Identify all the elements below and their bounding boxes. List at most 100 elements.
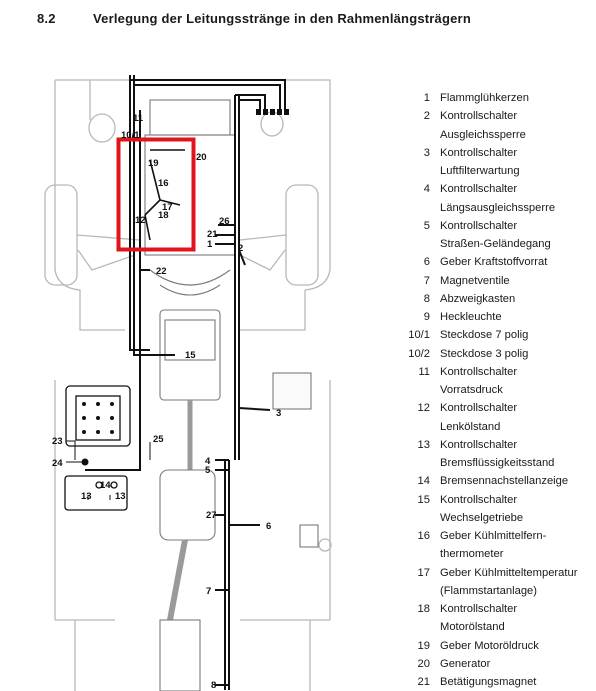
legend-number (396, 199, 440, 217)
socket-dot-3 (110, 402, 114, 406)
connector-1 (256, 109, 261, 115)
legend-text: Bremsennachstellanzeige (440, 475, 569, 488)
legend-number (396, 618, 440, 636)
legend-text: Betätigungsmagnet (440, 676, 537, 688)
legend-number: 18 (417, 603, 430, 615)
legend-row: Bremsflüssigkeitsstand (396, 454, 596, 472)
fuse-box-connectors (256, 109, 289, 115)
callout-2: 2 (238, 243, 243, 254)
socket-dot-1 (82, 402, 86, 406)
section-title: Verlegung der Leitungsstränge in den Rah… (93, 11, 471, 26)
harness-left-long (85, 110, 141, 471)
legend-text: Kontrollschalter (440, 438, 518, 451)
rear-box (299, 524, 319, 548)
legend-number: 3 (423, 146, 430, 159)
highlight-frame (116, 137, 196, 252)
filter-box (272, 372, 312, 410)
legend-number (396, 418, 440, 436)
socket-housing (65, 385, 131, 447)
legend-text: Heckleuchte (440, 311, 502, 323)
legend-number: 13 (417, 438, 430, 451)
front-axle-right (239, 234, 287, 241)
legend-row: Wechselgetriebe (396, 509, 596, 527)
legend-number: 16 (417, 530, 430, 542)
harness-right (234, 94, 266, 460)
callout-19: 19 (148, 158, 159, 169)
legend-row: thermometer (396, 545, 596, 563)
legend-number (396, 582, 440, 600)
leader-23 (66, 440, 76, 460)
rear-socket-panel (64, 385, 131, 511)
callout-16: 16 (158, 178, 169, 189)
legend-number (396, 162, 440, 180)
front-wheel-right (285, 184, 319, 286)
legend-row: Lenkölstand (396, 418, 596, 436)
legend-number: 15 (417, 493, 430, 506)
legend-text: Vorratsdruck (440, 384, 503, 396)
socket-dot-7 (82, 430, 86, 434)
legend-text: thermometer (440, 548, 504, 561)
legend-number: 8 (423, 292, 430, 305)
legend-number: 20 (417, 657, 430, 670)
legend-row: Straßen-Geländegang (396, 235, 596, 253)
socket-dot-2 (96, 402, 100, 406)
callout-11: 11 (133, 113, 144, 124)
legend-number (396, 235, 440, 253)
legend-text: Magnetventile (440, 274, 510, 287)
legend-number: 7 (423, 274, 430, 287)
socket-dot-6 (110, 416, 114, 420)
callout-4: 4 (205, 456, 211, 467)
callout-26: 26 (219, 216, 230, 227)
legend-number (396, 545, 440, 563)
callout-24: 24 (52, 458, 63, 469)
leader-lines (66, 440, 151, 500)
legend-text: Luftfilterwartung (440, 165, 520, 177)
harness-rear (224, 460, 230, 690)
legend-number: 6 (423, 256, 430, 269)
legend-text: (Flammstartanlage) (440, 584, 537, 597)
callout-14: 14 (100, 480, 111, 491)
callout-22: 22 (156, 266, 167, 277)
rear-frame-outline (54, 380, 331, 691)
socket-dot-8 (96, 430, 100, 434)
legend-number: 2 (423, 110, 430, 123)
legend-text: Abzweigkasten (440, 292, 516, 305)
legend-text: Geber Kühlmitteltemperatur (440, 566, 578, 579)
legend-number (396, 381, 440, 399)
legend-row: (Flammstartanlage) (396, 582, 596, 600)
rear-hub (318, 538, 332, 552)
callout-15: 15 (185, 350, 196, 361)
callout-17: 17 (162, 202, 173, 213)
legend-row: Vorratsdruck (396, 381, 596, 399)
legend-text: Kontrollschalter (440, 146, 518, 159)
rear-shaft (167, 539, 188, 621)
callout-21: 21 (207, 229, 218, 240)
legend-text: Kontrollschalter (440, 365, 518, 378)
legend-row: 3 Kontrollschalter (396, 144, 596, 162)
callout-10-1: 10/1 (121, 130, 140, 141)
radiator-pipes (149, 269, 231, 296)
axle-left-brace (77, 249, 136, 271)
legend-text: Ausgleichssperre (440, 128, 526, 141)
brake-indicator-box (64, 475, 128, 511)
branch-2 (238, 249, 246, 266)
connector-5 (284, 109, 289, 115)
harness-lines (85, 75, 286, 690)
legend-text: Kontrollschalter (440, 219, 518, 232)
connector-4 (277, 109, 282, 115)
legend-text: Steckdose 7 polig (440, 329, 529, 342)
branch-3 (238, 407, 271, 411)
callout-20: 20 (196, 152, 207, 163)
legend-number: 5 (423, 219, 430, 232)
callout-5: 5 (205, 465, 211, 476)
